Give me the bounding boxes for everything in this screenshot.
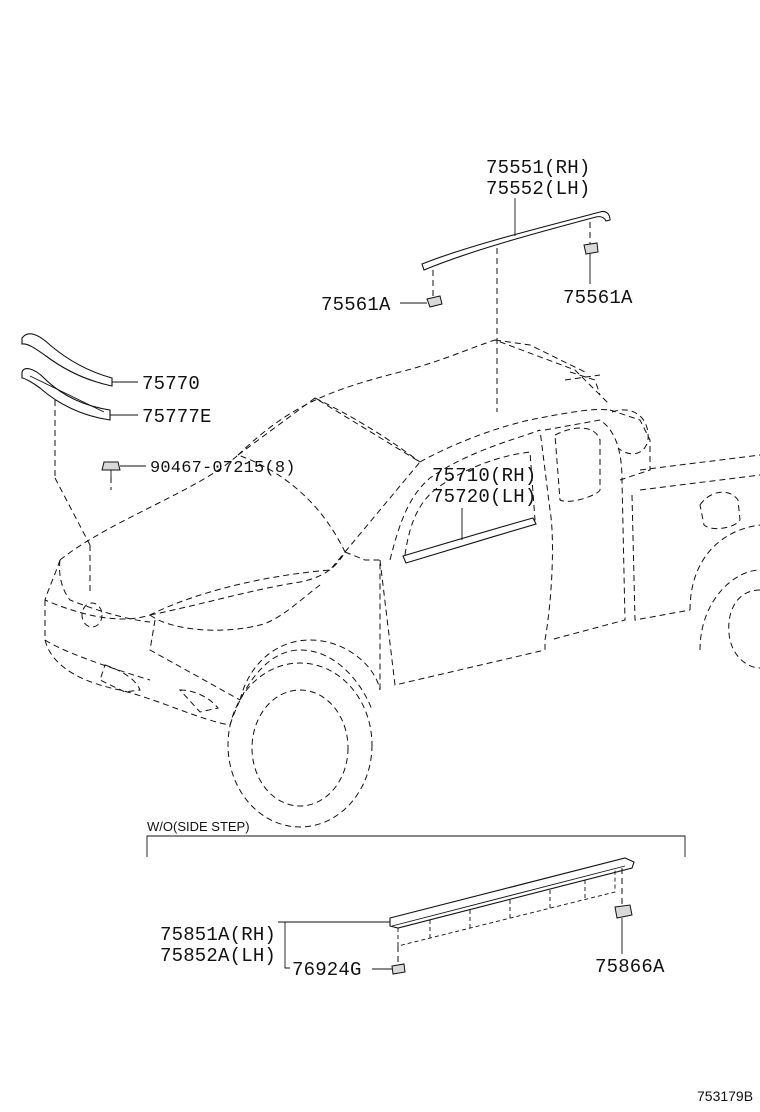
label-rocker-nut: 75866A: [595, 956, 665, 978]
label-rocker-clip: 76924G: [292, 959, 362, 981]
roof-clip-left: [400, 270, 443, 308]
label-hood-molding-sub: 75777E: [142, 406, 212, 428]
hood-clip: [101, 461, 146, 490]
label-rocker-molding-rh: 75851A(RH): [160, 924, 276, 946]
label-door-molding-lh: 75720(LH): [432, 486, 536, 508]
label-hood-molding: 75770: [142, 373, 200, 395]
hood-molding: [21, 333, 138, 387]
label-section-title: W/O(SIDE STEP): [147, 819, 250, 834]
label-clip-screw: 90467-07215(8): [150, 459, 296, 478]
label-clip-left: 75561A: [321, 294, 391, 316]
roof-molding: [421, 198, 611, 412]
label-door-molding-rh: 75710(RH): [432, 465, 536, 487]
side-step-section: [146, 835, 686, 975]
hood-molding-sub: [21, 368, 138, 592]
vehicle-outline: [44, 339, 760, 828]
label-clip-right: 75561A: [563, 287, 633, 309]
roof-clip-right: [583, 222, 599, 284]
label-rocker-molding-lh: 75852A(LH): [160, 945, 276, 967]
door-molding: [402, 508, 537, 564]
label-roof-molding-rh: 75551(RH): [486, 157, 590, 179]
diagram-id: 753179B: [697, 1088, 753, 1104]
label-roof-molding-lh: 75552(LH): [486, 178, 590, 200]
